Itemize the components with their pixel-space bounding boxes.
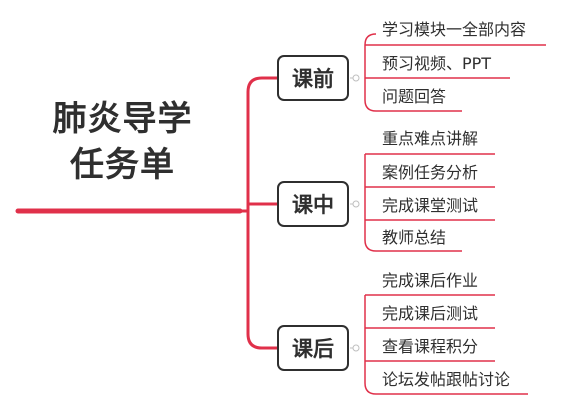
branch-topic-label: 课前 xyxy=(292,67,334,91)
leaf-topic[interactable]: 完成课后测试 xyxy=(382,304,479,323)
branch-1-bracket xyxy=(364,33,377,112)
branch-topic-label: 课后 xyxy=(292,337,334,361)
branch-3-collapse-knob xyxy=(352,344,360,352)
root-title-line-1: 肺炎导学 xyxy=(52,99,193,139)
leaf-topic[interactable]: 预习视频、PPT xyxy=(382,54,492,73)
branch-topic-post-class[interactable]: 课后 xyxy=(277,325,349,371)
root-topic: 肺炎导学 任务单 xyxy=(40,96,205,188)
leaf-topic[interactable]: 完成课后作业 xyxy=(382,271,479,290)
branch-1-leaf-connectors xyxy=(350,33,546,112)
leaf-topic[interactable]: 案例任务分析 xyxy=(382,163,479,182)
leaf-topic[interactable]: 问题回答 xyxy=(382,87,447,106)
branch-2-bracket xyxy=(364,154,377,252)
leaf-topic[interactable]: 重点难点讲解 xyxy=(382,129,479,148)
root-title-line-2: 任务单 xyxy=(70,145,175,185)
branch-2-collapse-knob xyxy=(352,200,360,208)
branch-1-collapse-knob xyxy=(352,74,360,82)
branch-topic-in-class[interactable]: 课中 xyxy=(277,181,349,227)
branch-topic-pre-class[interactable]: 课前 xyxy=(277,55,349,101)
branch-2-leaf-connectors xyxy=(350,153,495,252)
leaf-topic[interactable]: 完成课堂测试 xyxy=(382,196,479,215)
branch-topic-label: 课中 xyxy=(292,193,334,217)
leaf-topic[interactable]: 查看课程积分 xyxy=(382,337,479,356)
leaf-topic[interactable]: 教师总结 xyxy=(382,228,447,247)
leaf-topic[interactable]: 学习模块一全部内容 xyxy=(382,20,527,39)
trunk-to-branch-3 xyxy=(246,211,278,350)
trunk-to-branch-1 xyxy=(240,76,278,213)
branch-3-leaf-connectors xyxy=(350,294,528,395)
branch-3-bracket xyxy=(364,295,377,395)
leaf-topic[interactable]: 论坛发帖跟帖讨论 xyxy=(382,370,511,389)
